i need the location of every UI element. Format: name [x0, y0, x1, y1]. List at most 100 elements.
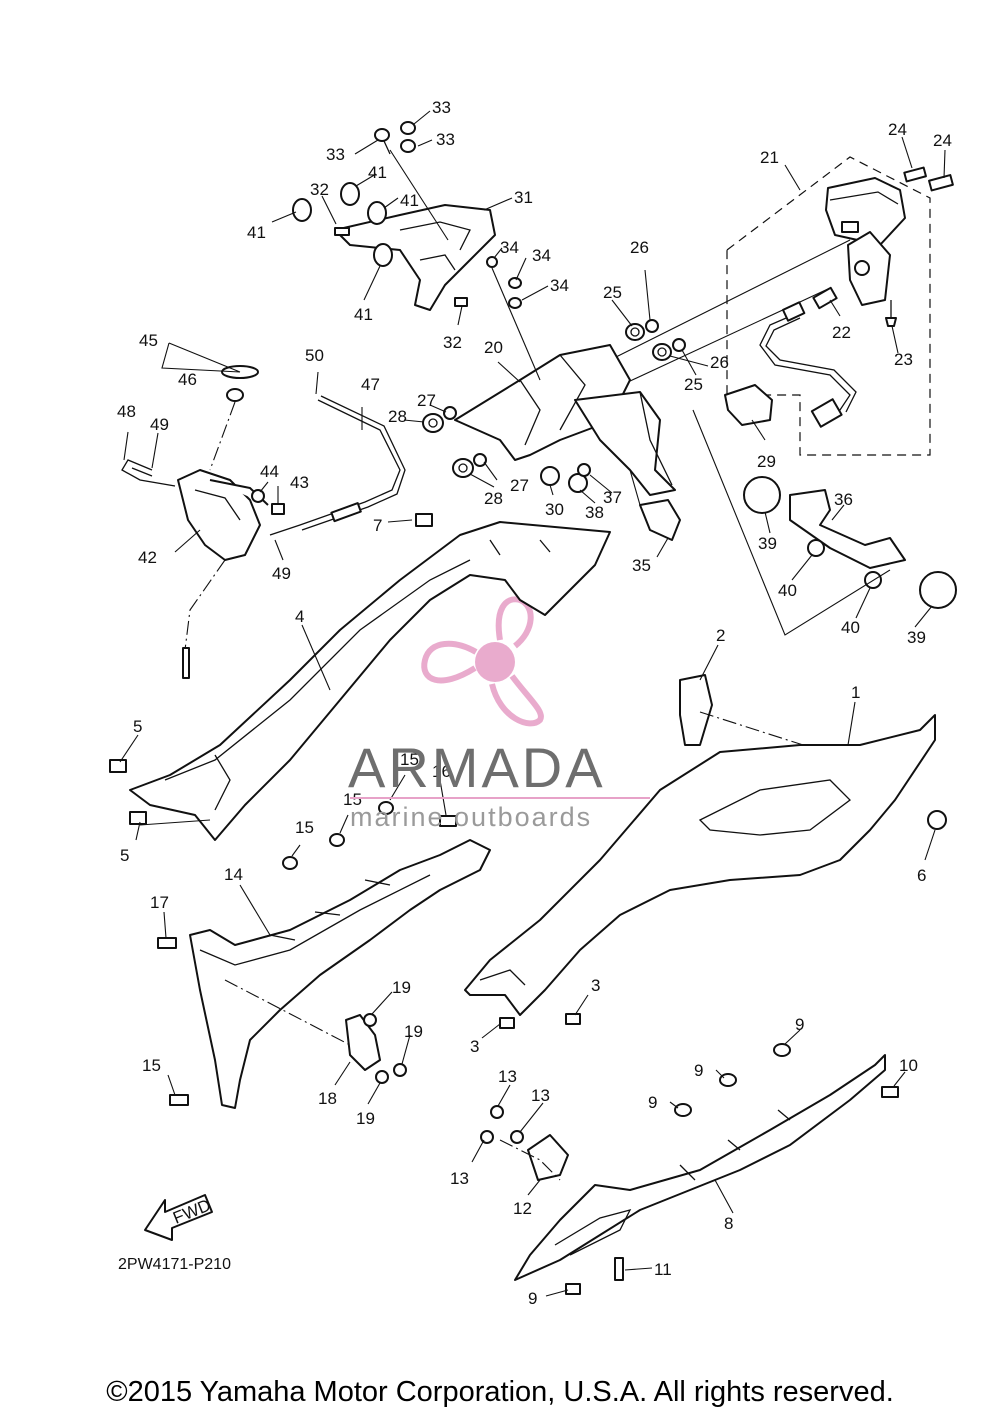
bolt-6	[927, 810, 947, 830]
watermark-tagline: marine outboards	[350, 802, 593, 832]
leader-lines	[119, 110, 946, 1297]
seat-lock	[177, 469, 269, 561]
callout-17: 17	[150, 893, 169, 912]
nut-34b	[508, 277, 522, 289]
grommet-25a	[625, 323, 645, 341]
callout-32: 32	[443, 333, 462, 352]
damper-41c	[367, 201, 387, 225]
callout-20: 20	[484, 338, 503, 357]
grommet-7	[415, 513, 433, 527]
bolt-9c	[773, 1043, 791, 1057]
callout-28: 28	[484, 489, 503, 508]
bolt-17	[157, 937, 177, 949]
callout-1: 1	[851, 683, 860, 702]
callout-8: 8	[724, 1214, 733, 1233]
callout-36: 36	[834, 490, 853, 509]
callout-23: 23	[894, 350, 913, 369]
callout-44: 44	[260, 462, 279, 481]
callout-16: 16	[432, 762, 451, 781]
callout-3: 3	[470, 1037, 479, 1056]
bolt-15c	[378, 801, 394, 815]
callout-11: 11	[654, 1260, 672, 1279]
callout-39: 39	[907, 628, 926, 647]
callout-6: 6	[917, 866, 926, 885]
bracket-18	[345, 1014, 381, 1071]
bolt-9d	[565, 1283, 581, 1295]
callout-4: 4	[295, 607, 304, 626]
bolt-32a	[334, 227, 350, 236]
grommet-28a	[422, 413, 444, 433]
grab-bracket	[334, 204, 496, 311]
callout-39: 39	[758, 534, 777, 553]
washer-13a	[490, 1105, 504, 1119]
callout-43: 43	[290, 473, 309, 492]
bolt-15b	[329, 833, 345, 847]
reflector-39b	[919, 571, 957, 609]
callout-19: 19	[392, 978, 411, 997]
callout-27: 27	[510, 476, 529, 495]
callout-10: 10	[899, 1056, 918, 1075]
callout-25: 25	[684, 375, 703, 394]
diagram-code: 2PW4171-P210	[118, 1256, 231, 1273]
callout-18: 18	[318, 1089, 337, 1108]
callout-31: 31	[514, 188, 533, 207]
bolt-10	[881, 1086, 899, 1098]
lamp-socket	[812, 231, 891, 310]
bolt-33c	[400, 139, 416, 153]
pin-11	[614, 1257, 624, 1281]
callout-2: 2	[716, 626, 725, 645]
callout-13: 13	[450, 1169, 469, 1188]
callout-22: 22	[832, 323, 851, 342]
screw-24b	[928, 174, 954, 192]
callout-35: 35	[632, 556, 651, 575]
fwd-label: FWD	[170, 1196, 213, 1228]
washer-19b	[393, 1063, 407, 1077]
callout-28: 28	[388, 407, 407, 426]
bolt-5b	[129, 811, 147, 825]
seat-cable	[269, 395, 406, 536]
collar-26b	[672, 338, 686, 352]
callout-5: 5	[133, 717, 142, 736]
callout-29: 29	[757, 452, 776, 471]
callout-labels: 33 33 33 41 32 31 41 41 34 34 34 41 32 2…	[117, 98, 952, 1308]
bolt-5a	[109, 759, 127, 773]
bolt-15a	[282, 856, 298, 870]
callout-30: 30	[545, 500, 564, 519]
callout-15: 15	[142, 1056, 161, 1075]
nut-30	[540, 466, 560, 486]
callout-34: 34	[550, 276, 569, 295]
callout-9: 9	[648, 1093, 657, 1112]
watermark-logo	[421, 596, 544, 727]
seat-lock-hook	[121, 459, 176, 487]
callout-49: 49	[272, 564, 291, 583]
callout-7: 7	[373, 516, 382, 535]
washer-19c	[375, 1070, 389, 1084]
side-cover-4	[129, 521, 611, 841]
callout-13: 13	[531, 1086, 550, 1105]
callout-9: 9	[528, 1289, 537, 1308]
nut-40a	[807, 539, 825, 557]
washer-27a	[443, 406, 457, 420]
callout-15: 15	[295, 818, 314, 837]
callout-33: 33	[326, 145, 345, 164]
collar-26a	[645, 319, 659, 333]
cover-2	[679, 674, 713, 746]
callout-40: 40	[778, 581, 797, 600]
callout-48: 48	[117, 402, 136, 421]
grommet-28b	[452, 458, 474, 478]
bolt-15d	[169, 1094, 189, 1106]
callout-47: 47	[361, 375, 380, 394]
watermark-name: ARMADA	[348, 736, 606, 799]
taillight-wire	[759, 301, 857, 428]
stay-35	[639, 499, 681, 541]
damper-41a	[292, 198, 312, 222]
callout-14: 14	[224, 865, 243, 884]
callout-13: 13	[498, 1067, 517, 1086]
callout-5: 5	[120, 846, 129, 865]
callout-27: 27	[417, 391, 436, 410]
reflector-bracket	[789, 489, 906, 569]
callout-32: 32	[310, 180, 329, 199]
rear-fender	[454, 344, 676, 496]
bolt-3a	[499, 1017, 515, 1029]
under-cover-14	[189, 839, 491, 1109]
